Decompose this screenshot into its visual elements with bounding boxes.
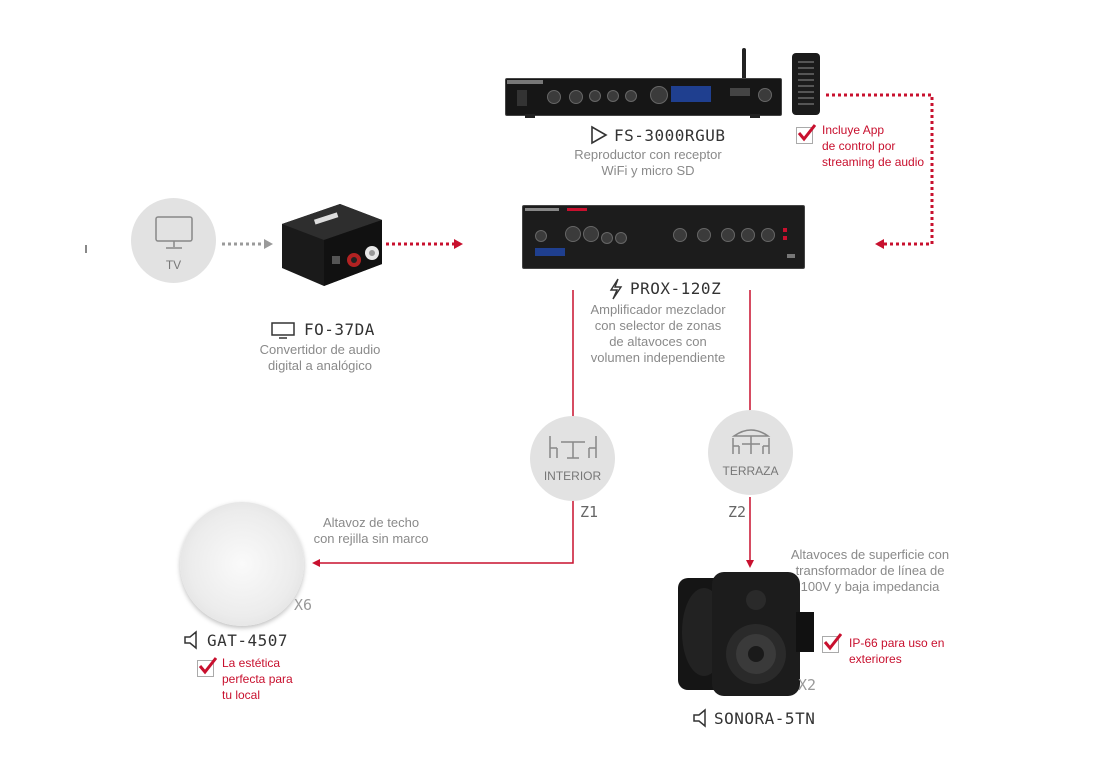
surface-speakers-image (676, 572, 816, 700)
remote-to-amp-line (826, 93, 934, 246)
tv-node: TV (131, 198, 216, 283)
converter-model: FO-37DA (304, 320, 375, 339)
play-icon (591, 125, 608, 145)
zone1-arrow (312, 559, 320, 567)
speaker-icon (693, 708, 706, 728)
player-display (671, 86, 711, 102)
amplifier-display (535, 248, 565, 256)
ceiling-caption: Altavoz de techo con rejilla sin marco (313, 515, 429, 546)
checkmark-icon (797, 124, 816, 142)
zone1-line (318, 290, 574, 564)
edge-mark (85, 245, 87, 253)
player-antenna (742, 48, 746, 82)
player-model: FS-3000RGUB (614, 126, 726, 145)
zone1-code: Z1 (580, 503, 599, 521)
amplifier-desc: Amplificador mezclador con selector de z… (590, 302, 726, 365)
ceiling-model: GAT-4507 (207, 631, 289, 650)
ceiling-quantity: X6 (294, 596, 313, 614)
player-device-image (505, 48, 782, 118)
tv-label: TV (165, 258, 182, 272)
surface-quantity: X2 (798, 676, 817, 694)
speaker-icon (184, 630, 197, 650)
monitor-icon (271, 322, 295, 339)
zone-interior-label: INTERIOR (543, 469, 602, 483)
converter-device-image (278, 198, 388, 290)
remote-note: Incluye App de control por streaming de … (822, 123, 925, 169)
converter-desc: Convertidor de audio digital a analógico (259, 342, 381, 373)
umbrella-table-icon (731, 429, 771, 454)
surface-caption: Altavoces de superficie con transformado… (790, 547, 950, 594)
lightning-icon (609, 278, 623, 300)
ceiling-note: La estética perfecta para tu local (222, 656, 293, 702)
amplifier-device-image (522, 205, 805, 269)
checkmark-icon (198, 657, 217, 675)
zone-interior-node: INTERIOR (530, 416, 615, 501)
tv-to-converter-arrow (264, 239, 273, 249)
player-desc: Reproductor con receptor WiFi y micro SD (574, 147, 722, 178)
zone-terrace-label: TERRAZA (722, 464, 779, 478)
remote-to-amp-arrow (875, 239, 884, 249)
tv-icon (155, 216, 193, 249)
zone2-code: Z2 (728, 503, 747, 521)
zone2-arrow (746, 560, 754, 568)
surface-note-checkbox (822, 633, 842, 653)
surface-note: IP-66 para uso en exteriores (849, 636, 945, 666)
amplifier-model: PROX-120Z (630, 279, 722, 298)
surface-model: SONORA-5TN (714, 709, 816, 728)
tables-icon (549, 436, 597, 459)
checkmark-icon (823, 633, 842, 651)
converter-to-amp-arrow (454, 239, 463, 249)
ceiling-speaker-image (180, 502, 304, 626)
ceiling-note-checkbox (197, 657, 217, 677)
remote-control-image (792, 53, 820, 115)
zone-terrace-node: TERRAZA (708, 410, 793, 495)
remote-note-checkbox (796, 124, 816, 144)
